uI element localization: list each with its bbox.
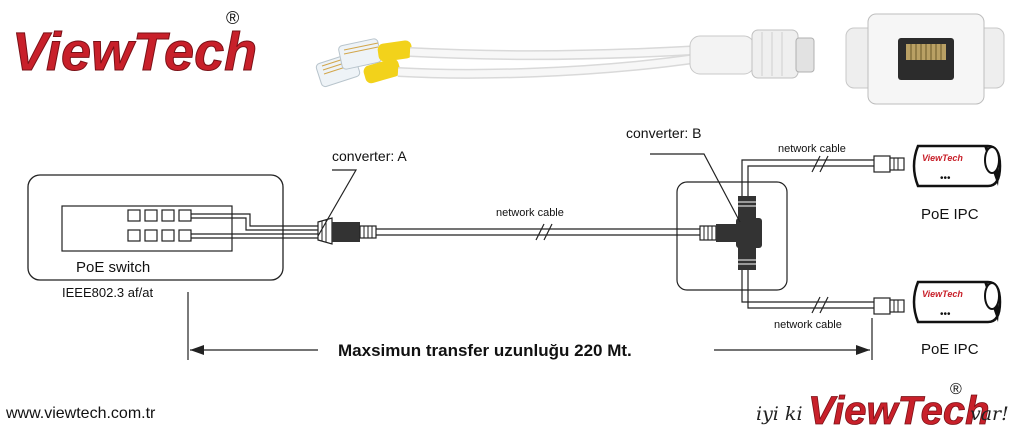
converter-b-box (676, 181, 788, 291)
cable-break-mark (535, 223, 553, 241)
switch-label: PoE switch (76, 259, 150, 276)
bullet-camera-icon: ViewTech ••• (912, 144, 1002, 188)
rj45-plug-icon (873, 297, 905, 315)
poe-switch: PoE switch IEEE802.3 af/at (27, 174, 284, 300)
footer-registered-mark: ® (950, 381, 962, 398)
brand-logo: ViewTech ® (12, 8, 258, 83)
arrow-left-icon (190, 345, 204, 355)
rj45-plug-icon (873, 155, 905, 173)
bottom-cable-label: network cable (774, 319, 842, 331)
converter-b-label: converter: B (626, 125, 701, 141)
converter-b-leader (650, 153, 741, 223)
product-photo-cable (315, 29, 815, 88)
top-cable-label: network cable (778, 143, 846, 155)
cable-break-mark (811, 155, 829, 314)
slogan-suffix: var! (970, 403, 1009, 425)
slogan-prefix: iyi ki (756, 403, 803, 425)
camera-top-label: PoE IPC (921, 206, 979, 223)
camera-bottom-label: PoE IPC (921, 341, 979, 358)
converter-a-label: converter: A (332, 148, 407, 164)
converter-a (317, 217, 377, 245)
website-url: www.viewtech.com.tr (5, 405, 156, 422)
converter-a-leader (317, 169, 358, 237)
brand-logo-text: ViewTech (12, 22, 257, 82)
camera-dots: ••• (940, 309, 951, 320)
yellow-boot (363, 58, 401, 84)
barrel-connector (689, 29, 815, 79)
switch-standard-label: IEEE802.3 af/at (62, 285, 153, 300)
main-cable-label: network cable (496, 207, 564, 219)
branch-cable-bottom (741, 270, 878, 309)
rj45-plug-icon (338, 38, 382, 70)
switch-inner-box (61, 205, 233, 252)
camera-bottom: ViewTech ••• PoE IPC (912, 280, 1002, 358)
product-photo-coupler (845, 13, 1005, 105)
camera-dots: ••• (940, 173, 951, 184)
arrow-right-icon (856, 345, 870, 355)
converter-b (699, 196, 762, 270)
camera-badge-text: ViewTech (922, 289, 963, 299)
bullet-camera-icon: ViewTech ••• (912, 280, 1002, 324)
main-network-cable (376, 228, 700, 236)
footer-slogan: iyi ki ViewTech ® var! (756, 381, 1009, 433)
switch-patch-cables (191, 213, 318, 239)
branch-cable-top (741, 159, 878, 196)
yellow-boot (377, 40, 413, 62)
distance-dimension (187, 292, 873, 360)
switch-outer-box (27, 174, 284, 281)
camera-top: ViewTech ••• PoE IPC (912, 144, 1002, 223)
distance-label: Maxsimun transfer uzunluğu 220 Mt. (338, 341, 632, 360)
switch-ports (127, 209, 192, 242)
footer-logo-text: ViewTech (808, 389, 990, 433)
registered-mark: ® (226, 8, 239, 28)
camera-badge-text: ViewTech (922, 153, 963, 163)
